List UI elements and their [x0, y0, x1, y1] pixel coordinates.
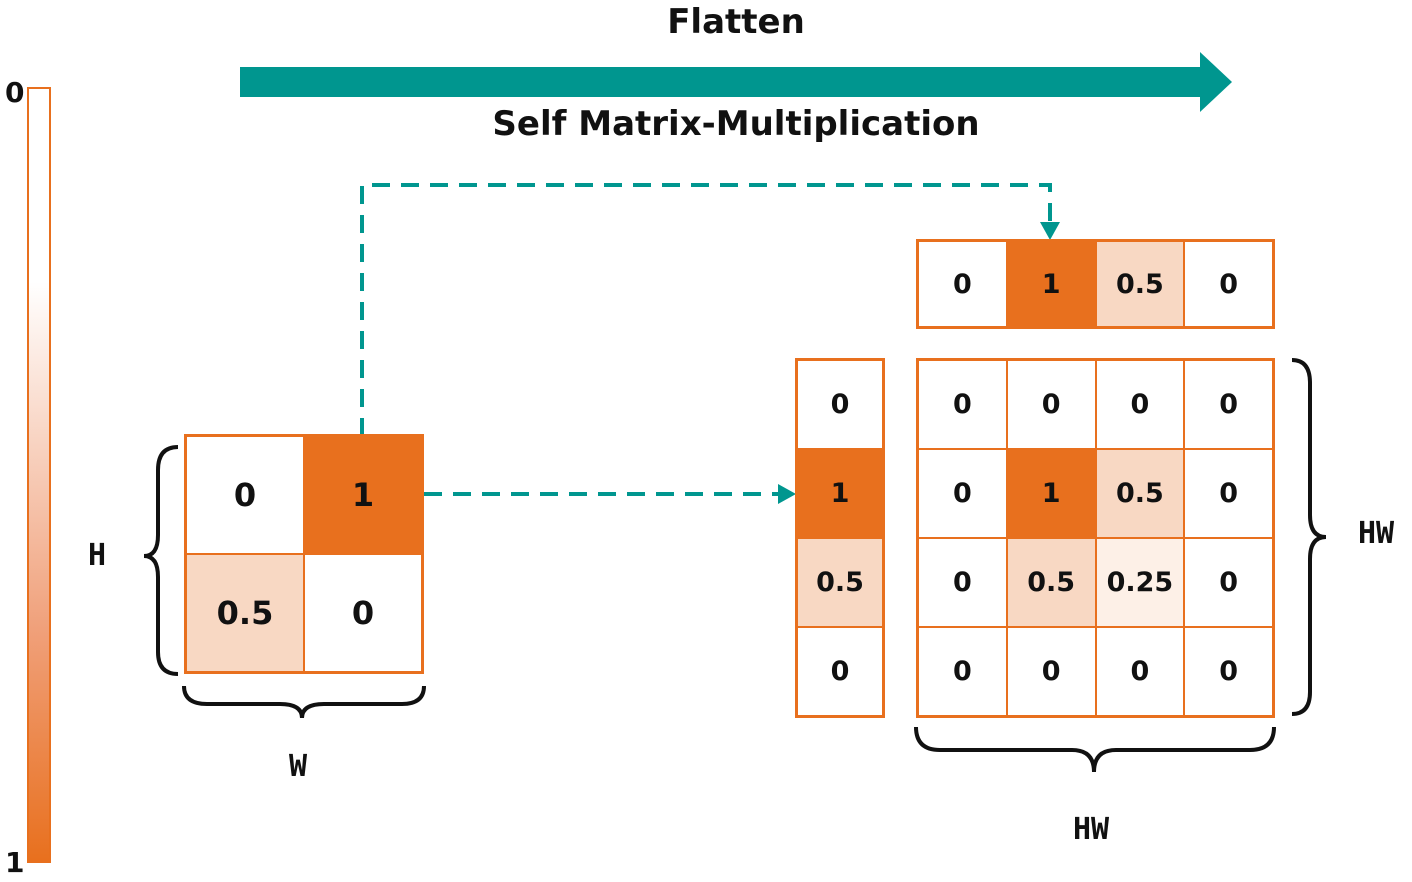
color-scale-min-label: 0: [5, 76, 25, 109]
output-cell: 0: [1006, 627, 1096, 716]
output-cell: 0: [1184, 449, 1273, 538]
output-cell: 0.5: [1006, 538, 1096, 627]
output-height-brace-icon: [1291, 358, 1327, 716]
dashed-arrow-to-row-icon: [360, 183, 1060, 436]
output-cell: 0: [1184, 627, 1273, 716]
row-vector-cell: 0: [918, 241, 1007, 327]
output-cell: 0.5: [1095, 449, 1185, 538]
output-cell: 0: [1184, 360, 1273, 449]
row-vector-cell: 0.5: [1095, 241, 1185, 327]
column-vector-cell: 0.5: [797, 538, 883, 627]
column-vector-cell: 0: [797, 627, 883, 716]
height-label: H: [88, 538, 107, 573]
input-cell: 0: [304, 554, 422, 672]
column-vector-cell: 0: [797, 360, 883, 449]
color-scale-bar: [27, 87, 51, 863]
width-brace-icon: [182, 685, 426, 719]
output-width-brace-icon: [914, 726, 1276, 773]
row-vector: 0 1 0.5 0: [916, 239, 1275, 329]
output-cell: 0: [918, 538, 1007, 627]
input-cell: 1: [304, 436, 422, 554]
column-vector-cell: 1: [797, 449, 883, 538]
dashed-arrow-to-column-icon: [424, 484, 796, 504]
output-cell: 0: [1095, 627, 1185, 716]
output-cell: 0: [1006, 360, 1096, 449]
operation-label: Self Matrix-Multiplication: [492, 104, 980, 144]
input-cell: 0: [186, 436, 304, 554]
output-cell: 0.25: [1095, 538, 1185, 627]
output-cell: 0: [918, 360, 1007, 449]
flatten-arrow-icon: [240, 52, 1232, 112]
height-brace-icon: [143, 445, 179, 676]
output-cell: 0: [1184, 538, 1273, 627]
output-cell: 0: [918, 449, 1007, 538]
output-cell: 1: [1006, 449, 1096, 538]
output-width-label: HW: [1073, 812, 1110, 847]
color-scale-max-label: 1: [5, 846, 25, 879]
row-vector-cell: 0: [1184, 241, 1273, 327]
width-label: W: [289, 749, 308, 784]
flatten-label: Flatten: [667, 2, 805, 42]
output-cell: 0: [1095, 360, 1185, 449]
row-vector-cell: 1: [1006, 241, 1096, 327]
output-height-label: HW: [1358, 516, 1395, 551]
output-cell: 0: [918, 627, 1007, 716]
input-matrix: 0 1 0.5 0: [184, 434, 424, 674]
column-vector: 0 1 0.5 0: [795, 358, 885, 718]
output-matrix: 0 0 0 0 0 1 0.5 0 0 0.5 0.25 0 0 0 0 0: [916, 358, 1275, 718]
input-cell: 0.5: [186, 554, 304, 672]
